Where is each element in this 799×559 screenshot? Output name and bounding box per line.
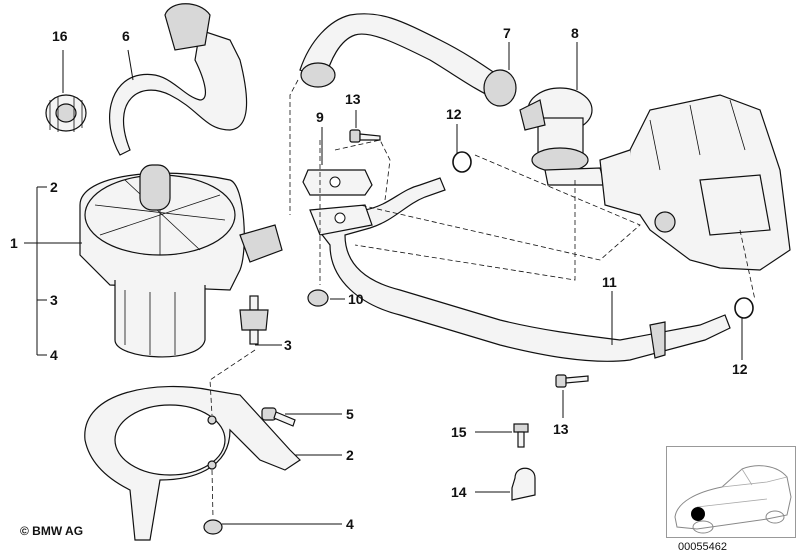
callout-7: 7 bbox=[503, 25, 511, 41]
callout-5: 5 bbox=[346, 406, 354, 422]
callout-1: 1 bbox=[10, 235, 18, 251]
callout-9: 9 bbox=[316, 109, 324, 125]
callout-4-grommet: 4 bbox=[346, 516, 354, 532]
part-13b-bolt bbox=[555, 374, 589, 388]
engine-block bbox=[599, 94, 791, 271]
callout-2: 2 bbox=[50, 179, 58, 195]
part-2-bracket bbox=[84, 385, 301, 541]
callout-6: 6 bbox=[122, 28, 130, 44]
dashed-guides bbox=[209, 79, 756, 519]
callout-8: 8 bbox=[571, 25, 579, 41]
part-5-bolt bbox=[261, 407, 296, 427]
callout-11: 11 bbox=[602, 274, 617, 290]
callout-10: 10 bbox=[348, 291, 364, 307]
catalog-number: 00055462 bbox=[678, 541, 727, 553]
part-10-grommet bbox=[307, 289, 329, 307]
callout-13-upper: 13 bbox=[345, 91, 361, 107]
callout-13-lower: 13 bbox=[553, 421, 569, 437]
location-marker bbox=[691, 507, 705, 521]
part-7-pipe bbox=[299, 13, 517, 107]
car-location-icon bbox=[674, 465, 792, 534]
part-15-screw bbox=[513, 423, 529, 448]
part-16-cap bbox=[45, 94, 87, 132]
callout-3: 3 bbox=[50, 292, 58, 308]
callout-15: 15 bbox=[451, 424, 467, 440]
vehicle-thumbnail bbox=[666, 446, 796, 538]
part-8-valve bbox=[519, 87, 606, 186]
callout-labels: 16 6 2 1 3 4 3 5 2 4 9 13 12 7 8 10 11 1… bbox=[10, 25, 748, 532]
part-13-bolt bbox=[349, 129, 381, 143]
part-4-grommet bbox=[203, 519, 223, 535]
part-3-mount bbox=[239, 295, 269, 345]
callout-2-bracket: 2 bbox=[346, 447, 354, 463]
callout-3-mount: 3 bbox=[284, 337, 292, 353]
part-12-seal bbox=[452, 151, 754, 319]
part-6-hose bbox=[109, 3, 248, 156]
copyright-notice: © BMW AG bbox=[20, 524, 84, 538]
part-11-pipe bbox=[309, 177, 731, 362]
leader-lines bbox=[24, 42, 743, 525]
callout-14: 14 bbox=[451, 484, 467, 500]
callout-16: 16 bbox=[52, 28, 68, 44]
callout-12-lower: 12 bbox=[732, 361, 748, 377]
callout-4: 4 bbox=[50, 347, 58, 363]
callout-12-upper: 12 bbox=[446, 106, 462, 122]
part-1-air-pump bbox=[79, 164, 283, 358]
part-9-gasket bbox=[302, 169, 373, 196]
part-14-clamp bbox=[511, 467, 536, 501]
